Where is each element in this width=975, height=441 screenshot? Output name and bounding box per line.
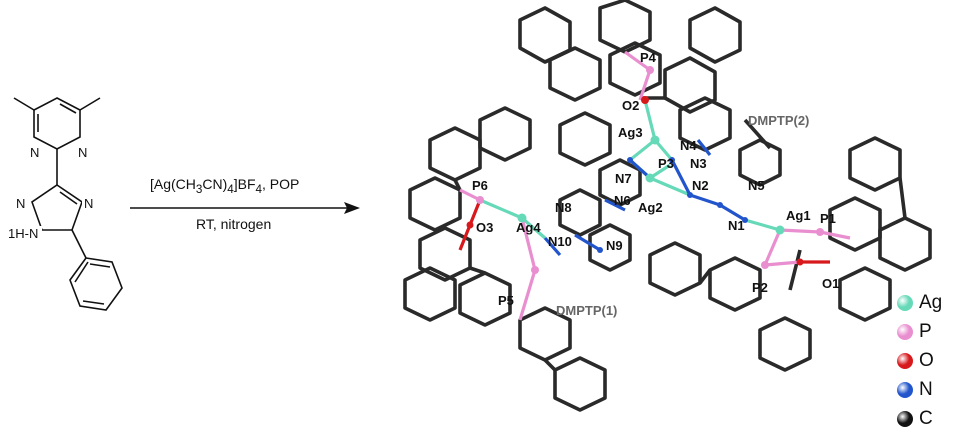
label-N3: N3 xyxy=(690,156,707,171)
label-dmptp1: DMPTP(1) xyxy=(556,303,617,318)
fragment-labels: DMPTP(2) DMPTP(1) xyxy=(556,113,809,318)
label-N4: N4 xyxy=(680,138,697,153)
label-P2: P2 xyxy=(752,280,768,295)
atom-spheres xyxy=(466,66,824,274)
label-P3: P3 xyxy=(658,156,674,171)
label-Ag4: Ag4 xyxy=(516,220,541,235)
legend-item-n: N xyxy=(897,375,967,404)
ligand-n-triazole-right: N xyxy=(84,196,93,211)
ligand-n-triazole-top: N xyxy=(16,196,25,211)
atom-labels: P4 O2 Ag3 N4 N3 P3 N7 N2 N5 N6 Ag2 N8 N1… xyxy=(472,50,839,308)
label-dmptp2: DMPTP(2) xyxy=(748,113,809,128)
label-N2: N2 xyxy=(692,178,709,193)
ligand-nh: 1H-N xyxy=(8,226,38,241)
legend-item-p: P xyxy=(897,317,967,346)
legend-label: Ag xyxy=(919,291,943,313)
ligand-n-right: N xyxy=(78,145,87,160)
legend-label: O xyxy=(919,349,934,371)
label-O3: O3 xyxy=(476,220,493,235)
legend-label: N xyxy=(919,378,933,400)
label-N9: N9 xyxy=(606,238,623,253)
label-P6: P6 xyxy=(472,178,488,193)
label-P1: P1 xyxy=(820,211,836,226)
label-N6: N6 xyxy=(614,193,631,208)
label-Ag1: Ag1 xyxy=(786,208,811,223)
reaction-arrow xyxy=(130,202,360,214)
label-O2: O2 xyxy=(622,98,639,113)
nitrogen-bonds xyxy=(543,139,746,257)
ligand-n-left: N xyxy=(30,145,39,160)
legend-swatch-ag xyxy=(897,294,913,311)
label-N1: N1 xyxy=(728,218,745,233)
legend-swatch-c xyxy=(897,410,913,427)
label-O1: O1 xyxy=(822,276,839,291)
reaction-conditions-top: [Ag(CH3CN)4]BF4, POP xyxy=(150,176,300,196)
legend-label: C xyxy=(919,407,933,429)
label-N10: N10 xyxy=(548,234,572,249)
carbon-framework xyxy=(403,0,932,412)
ligand-structure xyxy=(13,97,123,311)
reaction-conditions-bottom: RT, nitrogen xyxy=(196,216,272,232)
legend-item-o: O xyxy=(897,346,967,375)
legend-item-ag: Ag xyxy=(897,288,967,317)
label-P4: P4 xyxy=(640,50,657,65)
legend-swatch-p xyxy=(897,323,913,340)
label-Ag2: Ag2 xyxy=(638,200,663,215)
legend-swatch-n xyxy=(897,381,913,398)
legend-swatch-o xyxy=(897,352,913,369)
label-Ag3: Ag3 xyxy=(618,125,643,140)
ligand-atom-labels: N N N N 1H-N xyxy=(6,145,96,241)
crystal-structure: P4 O2 Ag3 N4 N3 P3 N7 N2 N5 N6 Ag2 N8 N1… xyxy=(403,0,932,412)
label-N5: N5 xyxy=(748,178,765,193)
legend-label: P xyxy=(919,320,932,342)
label-N8: N8 xyxy=(555,200,572,215)
legend-item-c: C xyxy=(897,404,967,433)
label-P5: P5 xyxy=(498,293,514,308)
label-N7: N7 xyxy=(615,171,632,186)
